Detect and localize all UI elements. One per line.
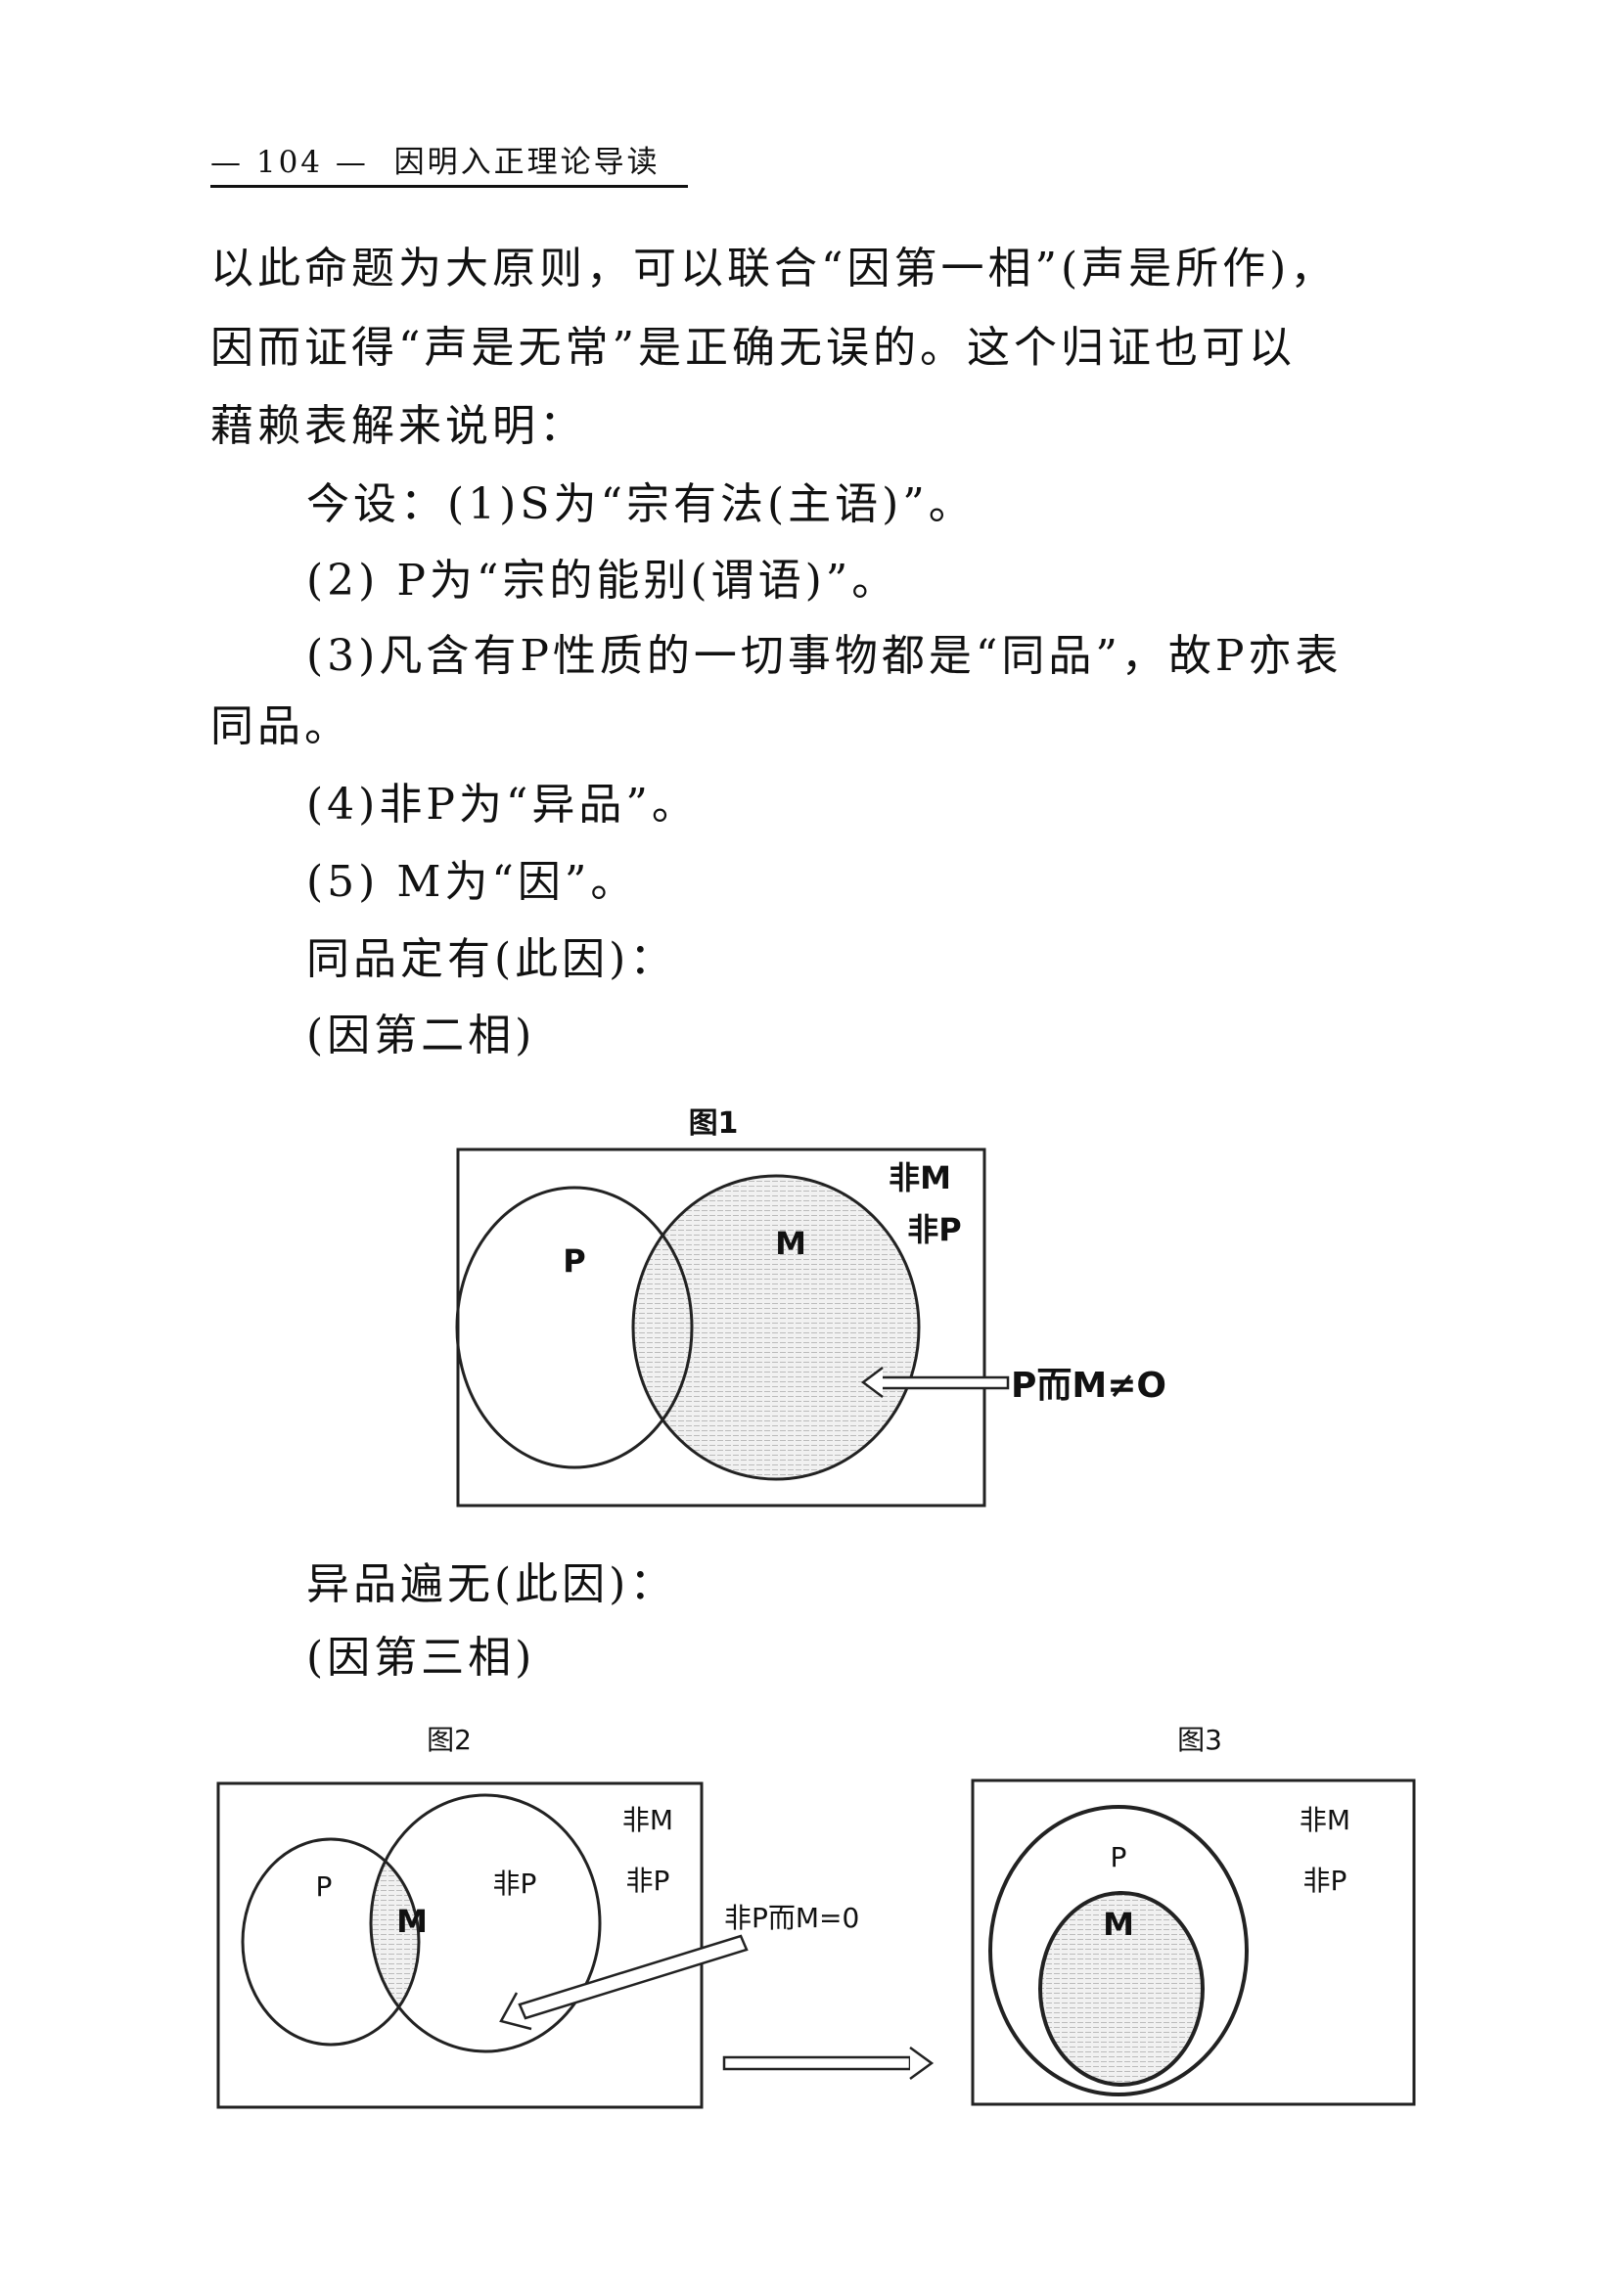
running-header: — 104 — 因明入正理论导读 <box>210 145 661 180</box>
m-circle <box>1038 1891 1205 2087</box>
body-line: 因而证得“声是无常”是正确无误的。这个归证也可以 <box>210 323 1296 373</box>
body-line: (4)非P为“异品”。 <box>306 780 699 830</box>
body-line: (因第二相) <box>306 1011 536 1060</box>
non-p-circle <box>369 1793 602 2053</box>
figure-3: 图3 非M 非P P M <box>971 1724 1416 2106</box>
arrow-note: P而M≠O <box>1011 1366 1166 1406</box>
page-number: 104 <box>255 145 324 180</box>
figure-1: 图1 非M 非P P M P而M≠O <box>455 1106 1166 1508</box>
universe-box <box>216 1781 704 2109</box>
book-title: 因明入正理论导读 <box>393 145 661 180</box>
body-line: 同品。 <box>210 701 351 751</box>
p-circle <box>455 1186 694 1469</box>
label-non-p: 非P <box>907 1211 961 1248</box>
body-line: (3)凡含有P性质的一切事物都是“同品”，故P亦表 <box>306 631 1343 681</box>
p-circle <box>241 1837 421 2047</box>
body-line: 藉赖表解来说明： <box>210 401 586 451</box>
label-m: M <box>775 1225 806 1262</box>
header-rule <box>210 185 688 188</box>
m-circle <box>631 1174 921 1481</box>
body-line: (5) M为“因”。 <box>306 857 638 907</box>
label-non-p: 非P <box>626 1865 670 1897</box>
universe-box <box>971 1778 1416 2106</box>
implies-arrow-icon <box>722 2046 935 2081</box>
figure-2: 图2 非M 非P P M 非P 非P而M=0 <box>216 1724 935 2109</box>
arrow-left-icon <box>860 1367 1010 1398</box>
label-non-p: 非P <box>1303 1865 1347 1897</box>
figure-2-title: 图2 <box>427 1724 472 1756</box>
body-line: 同品定有(此因)： <box>306 934 677 984</box>
body-line: (因第三相) <box>306 1633 536 1683</box>
figure-3-title: 图3 <box>1177 1724 1222 1756</box>
label-inner-non-p: 非P <box>493 1868 537 1900</box>
figure-1-title: 图1 <box>689 1106 739 1141</box>
label-non-m: 非M <box>889 1159 951 1196</box>
label-non-m: 非M <box>622 1804 673 1836</box>
arrow-note: 非P而M=0 <box>724 1902 859 1934</box>
body-line: 异品遍无(此因)： <box>306 1559 677 1609</box>
label-p: P <box>1111 1841 1127 1873</box>
diagonal-arrow-icon <box>499 1934 749 2031</box>
body-line: 今设：(1)S为“宗有法(主语)”。 <box>306 479 976 529</box>
label-m: M <box>396 1903 428 1940</box>
label-p: P <box>316 1870 333 1903</box>
label-non-m: 非M <box>1300 1804 1350 1836</box>
label-p: P <box>563 1242 585 1280</box>
body-line: 以此命题为大原则，可以联合“因第一相”(声是所作)， <box>210 244 1338 293</box>
label-m: M <box>1103 1906 1134 1943</box>
body-line: (2) P为“宗的能别(谓语)”。 <box>306 556 899 606</box>
p-circle <box>988 1805 1249 2096</box>
